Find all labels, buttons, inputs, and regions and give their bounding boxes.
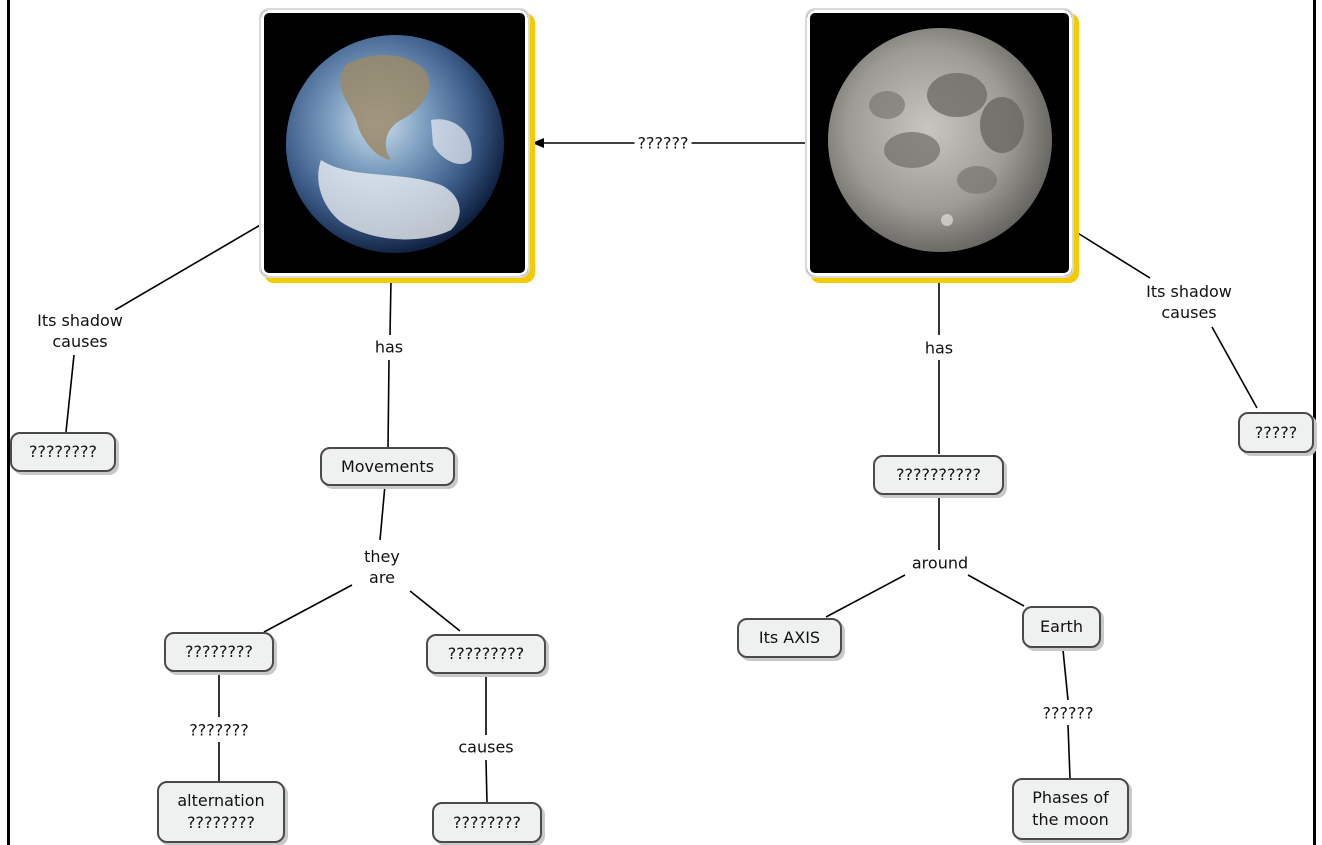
movements-node[interactable]: Movements	[320, 447, 455, 486]
phases-of-the-moon-node[interactable]: Phases of the moon	[1012, 778, 1129, 840]
link-earth-has-upper	[389, 279, 392, 336]
movement-type-1-node[interactable]: ????????	[164, 632, 274, 672]
link-phases-lower	[1067, 724, 1071, 779]
link-phases-upper	[1062, 649, 1069, 701]
earth-image[interactable]	[259, 8, 530, 278]
link-moon-shadow-lower	[1211, 326, 1258, 409]
earth-globe-icon	[261, 10, 528, 276]
link-label-moon-shadow: Its shadow causes	[1143, 281, 1235, 323]
link-earth-shadow-lower	[65, 354, 75, 433]
earth-image-frame	[261, 10, 528, 276]
effect-node[interactable]: ????????	[432, 802, 542, 843]
earth-shadow-target-node[interactable]: ????????	[10, 432, 116, 472]
link-earth-shadow-upper	[114, 223, 263, 311]
link-label-moon-has: has	[921, 337, 957, 359]
link-label-earth-has: has	[371, 336, 407, 358]
earth-node[interactable]: Earth	[1022, 606, 1101, 648]
link-label-they-are: they are	[361, 546, 403, 588]
link-label-type1: ???????	[186, 719, 252, 741]
link-label-around: around	[908, 552, 972, 574]
link-movements-down	[379, 484, 386, 541]
link-they-are-right	[409, 590, 461, 632]
link-label-earth-shadow: Its shadow causes	[34, 310, 126, 352]
link-label-earth-phases: ??????	[1039, 702, 1097, 724]
moon-image-frame	[807, 10, 1072, 276]
link-moon-shadow-upper	[1075, 231, 1151, 279]
moon-movement-node[interactable]: ??????????	[873, 455, 1004, 495]
its-axis-node[interactable]: Its AXIS	[737, 618, 842, 658]
link-causes-lower	[485, 759, 488, 804]
moon-image[interactable]	[805, 8, 1074, 278]
link-earth-has-lower	[387, 359, 390, 449]
link-around-right	[967, 574, 1025, 607]
moon-icon	[807, 10, 1072, 276]
link-around-left	[825, 574, 906, 618]
alternation-node[interactable]: alternation ????????	[157, 781, 285, 843]
link-label-moon-to-earth: ??????	[634, 132, 692, 154]
right-border	[1313, 0, 1316, 845]
moon-shadow-target-node[interactable]: ?????	[1238, 412, 1314, 453]
left-border	[7, 0, 10, 845]
movement-type-2-node[interactable]: ?????????	[426, 634, 546, 674]
link-label-causes: causes	[455, 736, 517, 758]
link-they-are-left	[263, 584, 353, 633]
